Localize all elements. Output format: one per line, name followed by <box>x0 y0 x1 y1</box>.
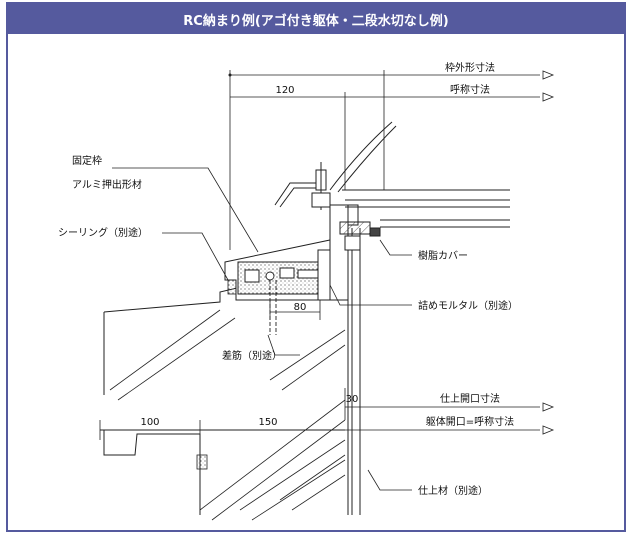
flashing <box>274 121 397 210</box>
label-body-opening: 躯体開口=呼称寸法 <box>426 415 514 428</box>
diagram-frame: RC納まり例(アゴ付き躯体・二段水切なし例) <box>6 2 626 532</box>
sill-frame <box>224 239 339 301</box>
top-dimensions <box>229 70 555 250</box>
label-fixed-frame: 固定枠 <box>72 154 102 167</box>
label-nominal: 呼称寸法 <box>450 83 490 96</box>
dim-80-lines <box>269 300 321 320</box>
dim-150: 150 <box>258 417 277 428</box>
label-sealing: シーリング（別途） <box>58 226 148 239</box>
concrete-hatching <box>109 309 346 521</box>
vertical-frame <box>329 204 381 515</box>
label-rebar: 差筋（別途） <box>222 349 282 362</box>
dim-100: 100 <box>140 417 159 428</box>
label-resin-cover: 樹脂カバー <box>418 249 468 262</box>
dim-origin-dot <box>228 73 232 77</box>
label-finish-material: 仕上材（別途） <box>418 484 488 497</box>
concrete-body <box>100 287 349 515</box>
label-extrusion: アルミ押出形材 <box>72 178 142 191</box>
diagram-title: RC納まり例(アゴ付き躯体・二段水切なし例) <box>8 4 624 34</box>
lower-sealing-joint <box>196 454 208 470</box>
opening-dimensions <box>99 388 555 440</box>
glass-sash <box>342 189 510 228</box>
label-mortar: 詰めモルタル（別途） <box>418 299 518 312</box>
label-finish-opening: 仕上開口寸法 <box>440 392 500 405</box>
dim-120: 120 <box>275 85 294 96</box>
leaders <box>112 167 412 491</box>
dim-80: 80 <box>294 302 307 313</box>
label-frame-outer: 枠外形寸法 <box>445 61 495 74</box>
dim-30: 30 <box>346 394 359 405</box>
